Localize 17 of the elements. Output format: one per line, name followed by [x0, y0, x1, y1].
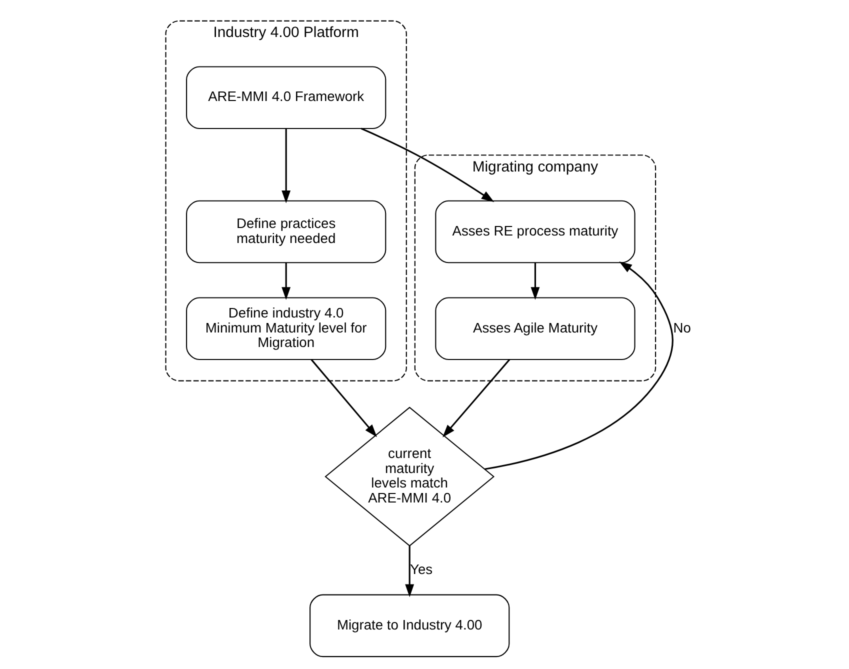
node-box: Define industry 4.0 Minimum Maturity level for Migration — [186, 297, 386, 360]
arrow — [530, 262, 540, 300]
node-box: ARE-MMI 4.0 Framework — [186, 66, 386, 130]
arrow — [484, 261, 674, 470]
arrow — [310, 359, 377, 438]
arrow — [282, 128, 291, 204]
node-box: Migrate to Industry 4.00 — [310, 594, 510, 658]
node-box: Asses RE process maturity — [435, 200, 636, 264]
arrow — [442, 359, 510, 438]
edge-label: Yes — [410, 560, 433, 577]
node-box: Define practices maturity needed — [186, 200, 386, 264]
node-box: Asses Agile Maturity — [435, 297, 636, 360]
edge-label: No — [673, 319, 692, 336]
arrow — [405, 546, 414, 598]
arrow — [360, 128, 494, 202]
node-diamond: current maturity levels match ARE-MMI 4.0 — [324, 406, 495, 547]
arrow — [282, 262, 291, 300]
